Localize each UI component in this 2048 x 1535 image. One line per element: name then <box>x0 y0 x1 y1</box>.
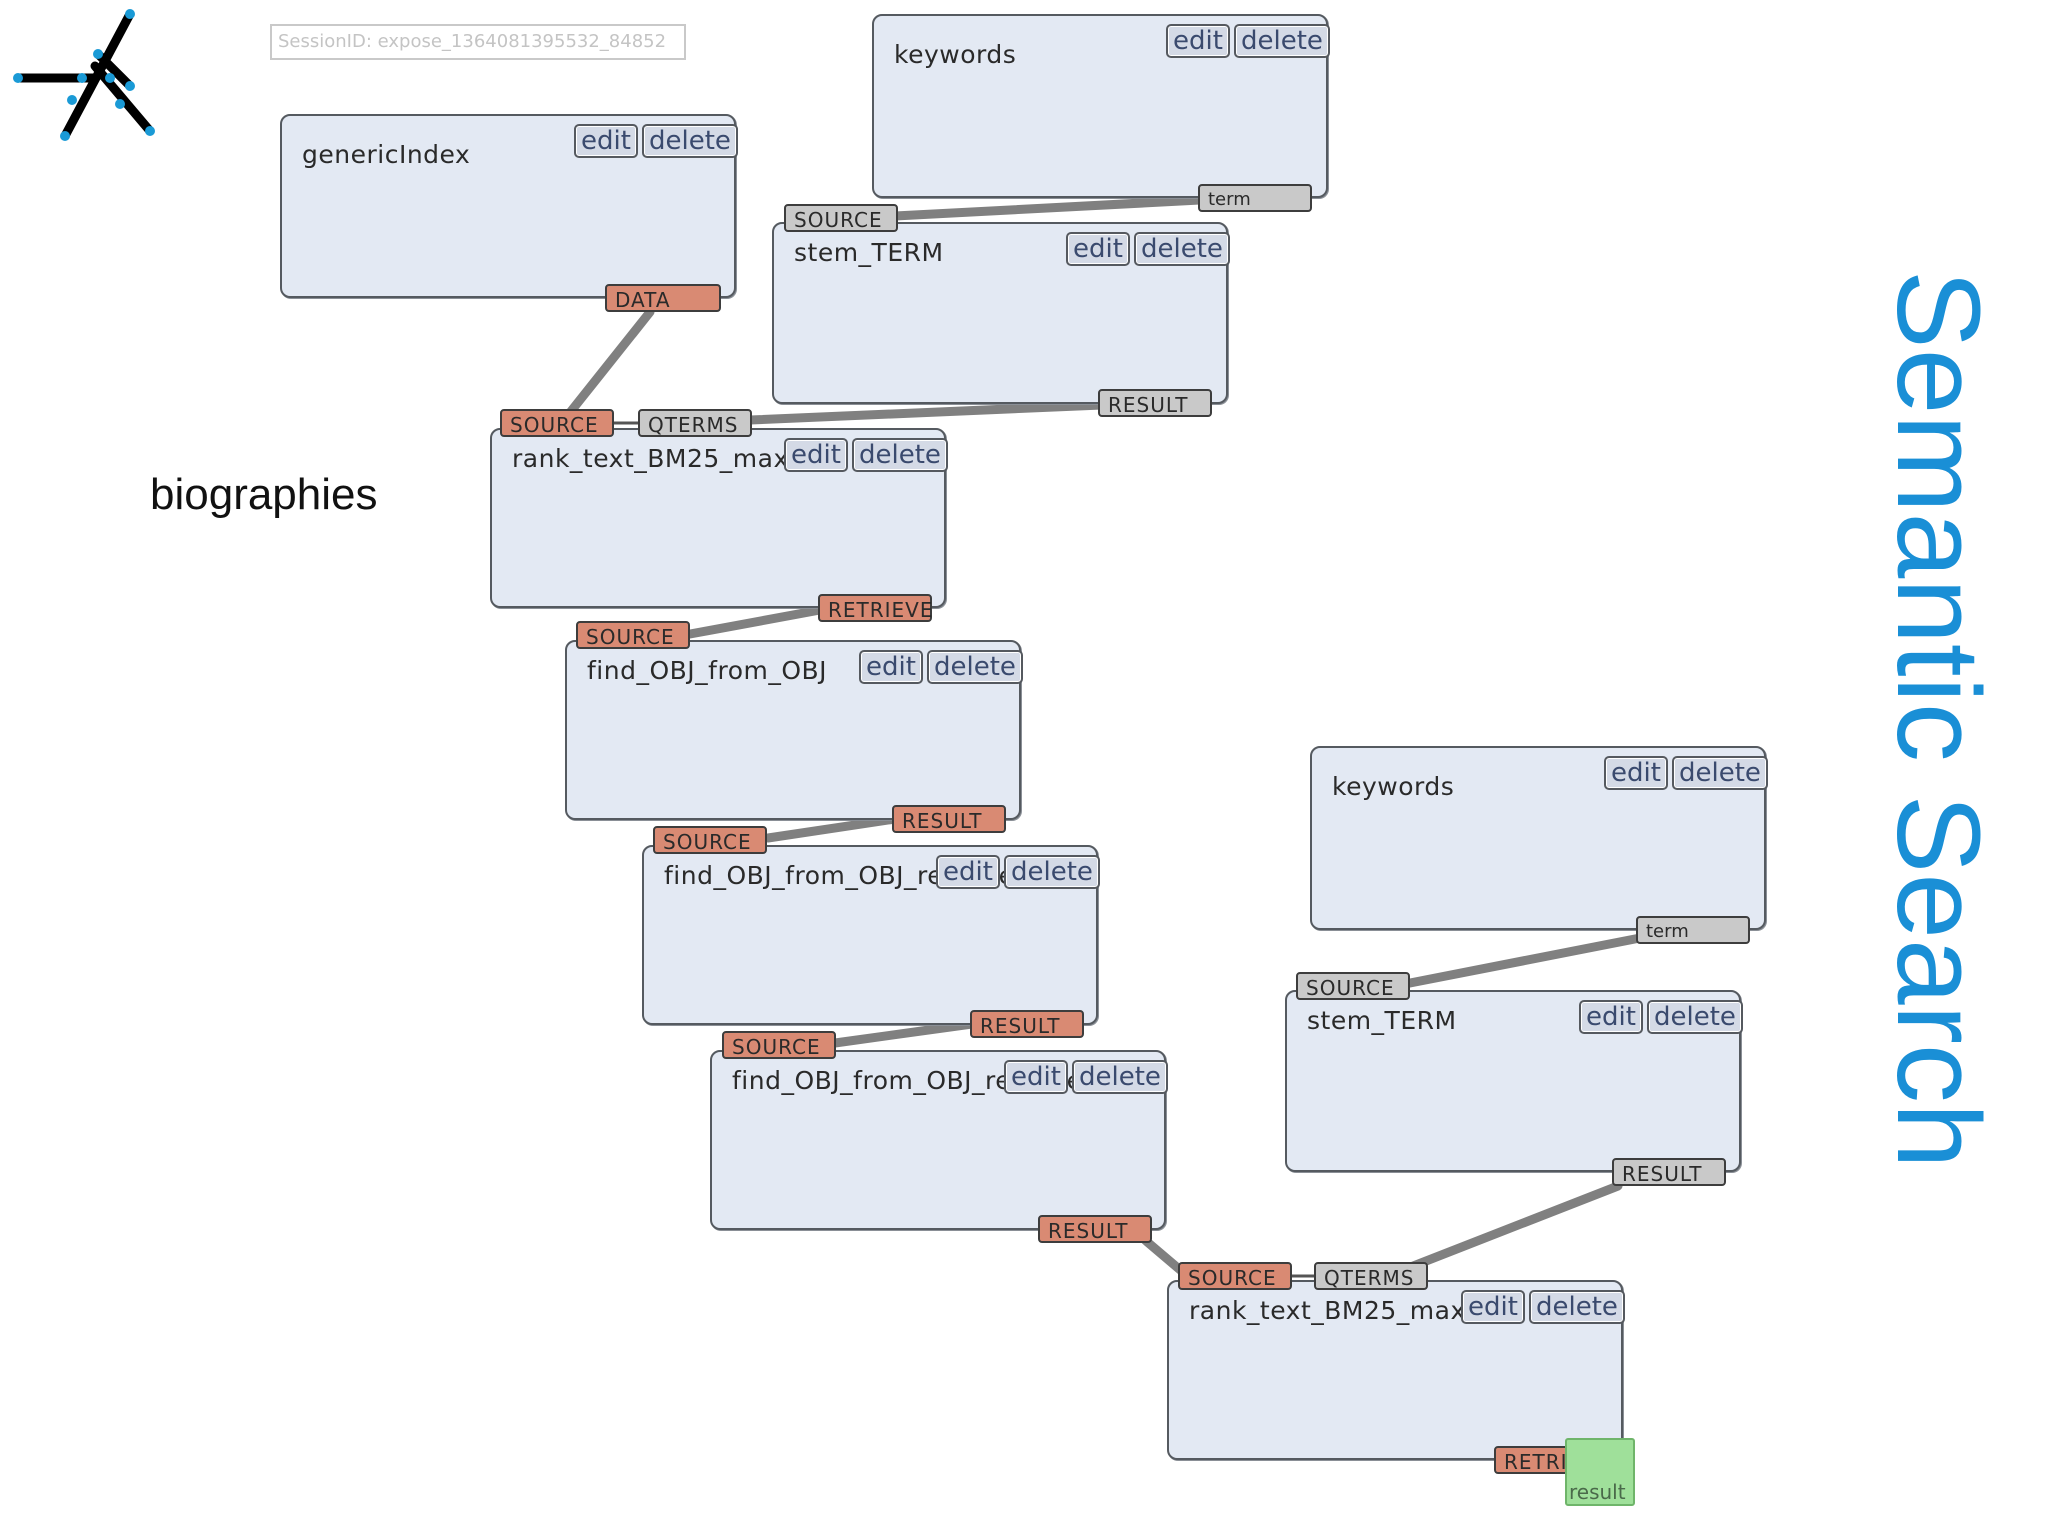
wire-rank1-to-find1 <box>685 605 825 639</box>
delete-button[interactable]: delete <box>1647 1000 1743 1034</box>
node-stem-term[interactable]: stem_TERM edit delete <box>1285 990 1743 1172</box>
port-term[interactable]: term <box>1636 916 1750 944</box>
star-network-logo-icon <box>13 9 155 141</box>
port-qterms[interactable]: QTERMS <box>638 409 752 437</box>
node-title: keywords <box>1332 772 1455 801</box>
port-source[interactable]: SOURCE <box>653 826 767 854</box>
delete-button[interactable]: delete <box>852 438 948 472</box>
node-find-obj-from-obj[interactable]: find_OBJ_from_OBJ edit delete <box>565 640 1023 820</box>
node-rank-text-bm25-max[interactable]: rank_text_BM25_max edit delete <box>1167 1280 1625 1460</box>
node-keywords[interactable]: keywords edit delete <box>872 14 1330 198</box>
port-source[interactable]: SOURCE <box>722 1031 836 1059</box>
delete-button[interactable]: delete <box>1134 232 1230 266</box>
edit-button[interactable]: edit <box>859 650 923 684</box>
wire-stem2-to-rank2 <box>1393 1181 1623 1277</box>
port-result[interactable]: RESULT <box>1612 1158 1726 1186</box>
wire-keywords1-to-stem1 <box>890 195 1205 221</box>
node-stem-term[interactable]: stem_TERM edit delete <box>772 222 1230 404</box>
node-keywords[interactable]: keywords edit delete <box>1310 746 1768 930</box>
session-id-field: SessionID: expose_1364081395532_84852 <box>270 24 686 60</box>
delete-button[interactable]: delete <box>927 650 1023 684</box>
port-retrieve[interactable]: RETRIEVE <box>818 594 933 622</box>
node-title: stem_TERM <box>1307 1006 1457 1035</box>
delete-button[interactable]: delete <box>1072 1060 1168 1094</box>
side-label: biographies <box>150 470 378 519</box>
edit-button[interactable]: edit <box>574 124 638 158</box>
node-title: stem_TERM <box>794 238 944 267</box>
delete-button[interactable]: delete <box>1529 1290 1625 1324</box>
node-title: rank_text_BM25_max <box>1189 1296 1466 1325</box>
node-rank-text-bm25-max[interactable]: rank_text_BM25_max edit delete <box>490 428 948 608</box>
port-source[interactable]: SOURCE <box>1178 1262 1292 1290</box>
result-label: result <box>1569 1480 1626 1504</box>
node-find-obj-from-obj-reverse[interactable]: find_OBJ_from_OBJ_reverse edit delete <box>710 1050 1168 1230</box>
wire-index-to-rank1 <box>563 307 655 420</box>
port-result[interactable]: RESULT <box>1038 1215 1152 1243</box>
port-source[interactable]: SOURCE <box>500 409 614 437</box>
port-source[interactable]: SOURCE <box>576 621 690 649</box>
edit-button[interactable]: edit <box>1004 1060 1068 1094</box>
edit-button[interactable]: edit <box>784 438 848 472</box>
edit-button[interactable]: edit <box>1166 24 1230 58</box>
delete-button[interactable]: delete <box>1004 855 1100 889</box>
port-source[interactable]: SOURCE <box>1296 972 1410 1000</box>
edit-button[interactable]: edit <box>1579 1000 1643 1034</box>
node-title: rank_text_BM25_max <box>512 444 789 473</box>
port-result[interactable]: RESULT <box>1098 389 1212 417</box>
port-result[interactable]: RESULT <box>970 1010 1084 1038</box>
edit-button[interactable]: edit <box>1604 756 1668 790</box>
wire-stem1-to-rank1 <box>745 400 1107 425</box>
delete-button[interactable]: delete <box>1234 24 1330 58</box>
edit-button[interactable]: edit <box>1066 232 1130 266</box>
delete-button[interactable]: delete <box>642 124 738 158</box>
wire-find2-to-find3 <box>830 1019 977 1048</box>
node-title: find_OBJ_from_OBJ <box>587 656 828 685</box>
node-title: genericIndex <box>302 140 471 169</box>
port-result[interactable]: RESULT <box>892 805 1006 833</box>
wire-find1-to-find2 <box>763 814 900 843</box>
node-genericindex[interactable]: genericIndex edit delete <box>280 114 738 298</box>
node-find-obj-from-obj-reverse[interactable]: find_OBJ_from_OBJ_reverse edit delete <box>642 845 1100 1025</box>
wire-keywords2-to-stem2 <box>1405 933 1645 988</box>
edit-button[interactable]: edit <box>936 855 1000 889</box>
port-term[interactable]: term <box>1198 184 1312 212</box>
port-qterms[interactable]: QTERMS <box>1314 1262 1428 1290</box>
port-source[interactable]: SOURCE <box>784 204 898 232</box>
delete-button[interactable]: delete <box>1672 756 1768 790</box>
result-output[interactable]: result <box>1565 1438 1635 1506</box>
edit-button[interactable]: edit <box>1461 1290 1525 1324</box>
port-data[interactable]: DATA <box>605 284 721 312</box>
node-title: keywords <box>894 40 1017 69</box>
